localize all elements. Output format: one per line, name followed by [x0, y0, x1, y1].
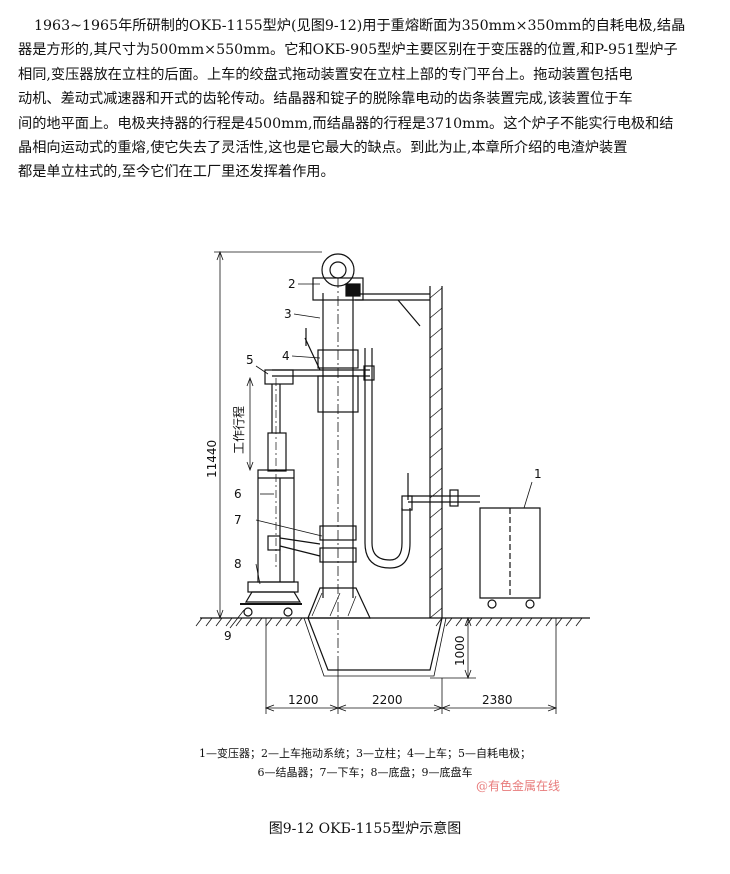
furnace-diagram: 2 3 4 5 6 7 8 9 1 工作行程 11440 1000 1200 2…: [180, 238, 600, 728]
top-platform: [355, 293, 430, 327]
label-6: 6: [234, 487, 242, 501]
main-column: [307, 278, 371, 658]
figure-legend-line-1: 1—变压器；2—上车拖动系统；3—立柱；4—上车；5—自耗电极；: [199, 747, 531, 760]
electrode-holder-arm: [264, 369, 294, 568]
dim-height-label: 11440: [205, 440, 219, 478]
figure-legend-line-2: 6—结晶器；7—下车；8—底盘；9—底盘车: [257, 766, 473, 779]
paragraph-line: 相同,变压器放在立柱的后面。上车的绞盘式拖动装置安在立柱上部的专门平台上。拖动装…: [18, 66, 633, 83]
dim-width-2: 2200: [372, 693, 403, 707]
base-plate: [240, 581, 302, 605]
power-cable: [364, 348, 413, 569]
label-2: 2: [288, 277, 296, 291]
lower-carriage: [267, 525, 357, 563]
dimension-height: [214, 250, 322, 620]
dim-depth-label: 1000: [453, 635, 467, 666]
base-cart: [243, 607, 293, 617]
dim-width-3: 2380: [482, 693, 513, 707]
label-9: 9: [224, 629, 232, 643]
dimension-widths: [264, 618, 558, 714]
dim-width-1: 1200: [288, 693, 319, 707]
label-7: 7: [234, 513, 242, 527]
winch-drive: [312, 253, 364, 301]
label-4: 4: [282, 349, 290, 363]
dimension-stroke: [246, 376, 254, 472]
foundation-pit: [303, 617, 447, 677]
figure-caption: 图9-12 OKБ-1155型炉示意图: [268, 821, 462, 837]
ground: [195, 617, 590, 627]
transformer: [407, 473, 541, 609]
body-paragraph: 1963~1965年所研制的OKБ-1155型炉(见图9-12)用于重熔断面为3…: [18, 14, 714, 185]
building-wall: [429, 286, 443, 619]
paragraph-line: 1963~1965年所研制的OKБ-1155型炉(见图9-12)用于重熔断面为3…: [34, 18, 686, 34]
watermark-text: @有色金属在线: [476, 779, 561, 793]
paragraph-line: 都是单立柱式的,至今它们在工厂里还发挥着作用。: [18, 164, 335, 181]
paragraph-line: 动机、差动式减速器和开式的齿轮传动。结晶器和锭子的脱除靠电动的齿条装置完成,该装…: [18, 91, 633, 108]
label-3: 3: [284, 307, 292, 321]
electrode: [267, 432, 287, 472]
paragraph-line: 器是方形的,其尺寸为500mm×550mm。它和OKБ-905型炉主要区别在于变…: [18, 42, 678, 59]
paragraph-line: 晶相向运动式的重熔,使它失去了灵活性,这也是它最大的缺点。到此为止,本章所介绍的…: [18, 140, 628, 157]
label-8: 8: [234, 557, 242, 571]
callout-leaders: [229, 283, 533, 629]
label-1: 1: [534, 467, 542, 481]
label-5: 5: [246, 353, 254, 367]
paragraph-line: 间的地平面上。电极夹持器的行程是4500mm,而结晶器的行程是3710mm。这个…: [18, 115, 674, 132]
dimension-depth: [430, 616, 476, 680]
label-working-stroke: 工作行程: [231, 406, 246, 454]
